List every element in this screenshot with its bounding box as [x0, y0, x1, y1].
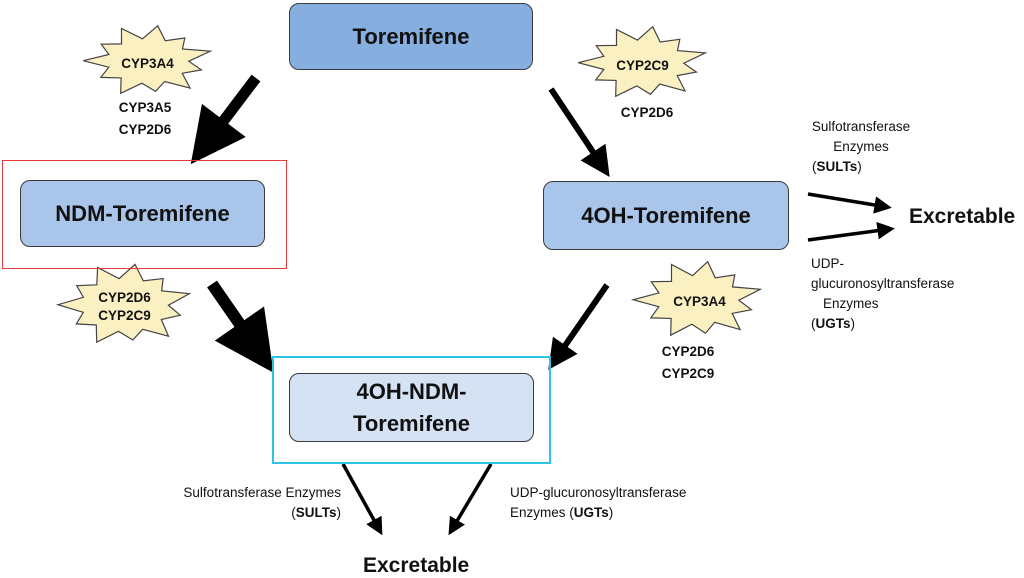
paren-close: )	[336, 505, 342, 520]
bottom-ugt-abbr-line: Enzymes (UGTs)	[510, 503, 750, 523]
paren-open: (	[811, 316, 816, 331]
enzyme-name: CYP3A4	[673, 294, 726, 309]
arrow-toremifene-to-oh	[548, 87, 610, 177]
arrow-ndm-to-ohndm	[207, 280, 274, 373]
enzyme-list: CYP2D6 CYP2C9	[643, 341, 733, 385]
starburst-icon	[83, 24, 213, 95]
node-4oh-ndm-label-line2: Toremifene	[353, 410, 470, 436]
enzyme-name: CYP2D6	[661, 344, 715, 359]
sult-abbr-line: (SULTs)	[811, 157, 911, 177]
ugt-abbr-line: (UGTs)	[811, 314, 991, 334]
ndm-highlight-frame	[2, 160, 287, 269]
node-4oh-ndm-toremifene: 4OH-NDM- Toremifene	[289, 373, 534, 442]
enzyme-name: CYP2C9	[661, 366, 715, 381]
enzyme-name: CYP2D6	[118, 122, 172, 137]
starburst-icon	[630, 260, 763, 337]
arrow-oh-to-ohndm	[548, 283, 610, 370]
enzyme-list: CYP3A5 CYP2D6	[100, 97, 190, 141]
ohndm-highlight-frame	[272, 356, 551, 464]
arrow-oh-to-excretable-ugt	[807, 222, 895, 242]
ugt-line2: glucuronosyltransferase	[811, 276, 955, 291]
sult-line1: Sulfotransferase	[811, 119, 911, 134]
node-ndm-toremifene-label: NDM-Toremifene	[55, 200, 230, 226]
ugt-enzymes-label: UDP- glucuronosyltransferase Enzymes (UG…	[811, 254, 991, 334]
enzyme-name: CYP2D6	[98, 290, 151, 305]
paren-close: )	[850, 316, 856, 331]
bottom-sult-label: Sulfotransferase Enzymes (SULTs)	[141, 483, 341, 523]
node-4oh-toremifene-label: 4OH-Toremifene	[581, 202, 751, 228]
arrow-oh-to-excretable-sult	[807, 192, 892, 214]
bottom-sult-abbr-line: (SULTs)	[141, 503, 341, 523]
enzyme-name: CYP2C9	[616, 58, 669, 73]
paren-open: (	[812, 159, 817, 174]
enzyme-burst-label: CYP2D6 CYP2C9	[82, 289, 167, 325]
enzyme-list: CYP2D6	[602, 102, 692, 124]
starburst-icon	[578, 25, 708, 98]
arrow-ohndm-to-excretable-ugt	[448, 463, 493, 536]
bottom-ugt-abbr: UGTs	[573, 505, 609, 520]
paren-open: (	[291, 505, 296, 520]
ugt-line3: Enzymes	[823, 296, 879, 311]
bottom-ugt-label: UDP-glucuronosyltransferase Enzymes (UGT…	[510, 483, 750, 523]
sult-enzymes-label: Sulfotransferase Enzymes (SULTs)	[811, 117, 911, 177]
enzyme-burst-label: CYP2C9	[600, 57, 685, 75]
arrow-toremifene-to-ndm	[190, 74, 261, 165]
paren-close: )	[857, 159, 862, 174]
enzyme-name: CYP2C9	[98, 308, 151, 323]
bottom-ugt-line1: UDP-glucuronosyltransferase	[510, 485, 687, 500]
sult-line2: Enzymes	[833, 139, 889, 154]
excretable-label-right: Excretable	[909, 205, 1016, 228]
enzyme-name: CYP3A4	[121, 56, 174, 71]
bottom-sult-abbr: SULTs	[295, 505, 337, 520]
enzyme-name: CYP2D6	[620, 105, 674, 120]
bottom-sult-line1: Sulfotransferase Enzymes	[183, 485, 341, 500]
enzyme-name: CYP3A5	[118, 100, 172, 115]
node-4oh-ndm-label-line1: 4OH-NDM-	[356, 378, 467, 404]
ugt-line1: UDP-	[811, 256, 844, 271]
bottom-ugt-prefix: Enzymes (	[510, 505, 574, 520]
ugt-abbr: UGTs	[815, 316, 851, 331]
sult-abbr: SULTs	[816, 159, 858, 174]
enzyme-burst-label: CYP3A4	[657, 293, 742, 311]
node-ndm-toremifene: NDM-Toremifene	[20, 180, 265, 247]
paren-close: )	[608, 505, 614, 520]
arrow-ohndm-to-excretable-sult	[341, 463, 383, 536]
node-toremifene-label: Toremifene	[352, 23, 470, 49]
node-toremifene: Toremifene	[289, 3, 533, 70]
starburst-icon	[55, 263, 192, 344]
enzyme-burst-label: CYP3A4	[105, 55, 190, 73]
node-4oh-toremifene: 4OH-Toremifene	[543, 181, 789, 250]
excretable-label-bottom: Excretable	[363, 554, 470, 577]
